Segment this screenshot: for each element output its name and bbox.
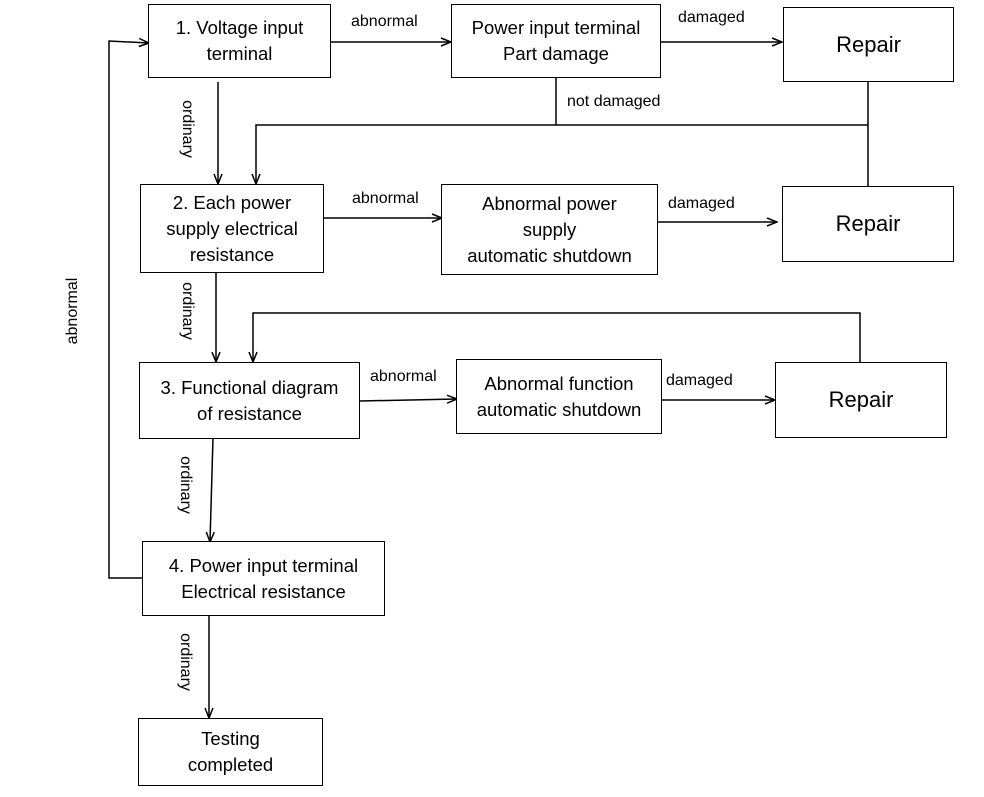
- step-3-functional-diagram: 3. Functional diagram of resistance: [139, 362, 360, 439]
- arrow-step-3-to-step-4: [210, 437, 213, 542]
- check-power-input-part-damage: Power input terminal Part damage: [451, 4, 661, 78]
- label-ordinary-2: ordinary: [179, 282, 196, 340]
- label-abnormal-1: abnormal: [351, 13, 418, 30]
- check-abnormal-power-supply: Abnormal power supply automatic shutdown: [441, 184, 658, 275]
- step-4-power-input-resistance: 4. Power input terminal Electrical resis…: [142, 541, 385, 616]
- repair-box-1: Repair: [783, 7, 954, 82]
- label-ordinary-1: ordinary: [179, 100, 196, 158]
- label-abnormal-loop: abnormal: [64, 277, 81, 345]
- step-testing-completed: Testing completed: [138, 718, 323, 786]
- repair-box-2: Repair: [782, 186, 954, 262]
- step-1-voltage-input-terminal: 1. Voltage input terminal: [148, 4, 331, 78]
- label-not-damaged: not damaged: [567, 93, 661, 110]
- label-ordinary-3: ordinary: [177, 456, 194, 514]
- arrow-abnormal-loop: [108, 41, 149, 579]
- label-damaged-3: damaged: [666, 372, 733, 389]
- arrow-step-3-to-abnormal-function: [359, 399, 457, 401]
- arrow-repair-3-return: [253, 312, 861, 362]
- label-abnormal-3: abnormal: [370, 368, 437, 385]
- label-damaged-1: damaged: [678, 9, 745, 26]
- step-2-power-supply-resistance: 2. Each power supply electrical resistan…: [140, 184, 324, 273]
- arrow-return-to-step-2: [256, 124, 868, 184]
- check-abnormal-function: Abnormal function automatic shutdown: [456, 359, 662, 434]
- label-ordinary-4: ordinary: [177, 633, 194, 691]
- label-damaged-2: damaged: [668, 195, 735, 212]
- label-abnormal-2: abnormal: [352, 190, 419, 207]
- repair-box-3: Repair: [775, 362, 947, 438]
